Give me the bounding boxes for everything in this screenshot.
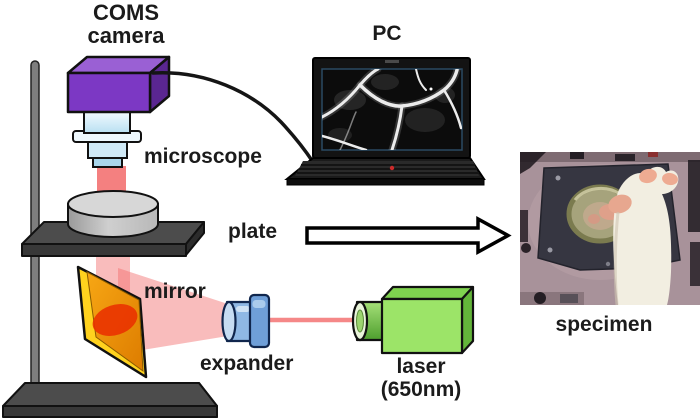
laser-box (351, 285, 475, 355)
beam-expander (221, 293, 271, 349)
label-camera: COMS camera (87, 1, 164, 47)
trackpoint-dot (389, 165, 395, 171)
label-pc: PC (372, 22, 402, 45)
label-specimen: specimen (555, 313, 653, 336)
label-mirror: mirror (144, 280, 206, 303)
specimen-photo (520, 152, 700, 306)
label-camera-line2: camera (87, 23, 165, 48)
photo-mouse (608, 166, 679, 306)
flow-arrow (305, 216, 512, 255)
camera-box (66, 55, 171, 114)
label-plate: plate (228, 220, 278, 243)
laser-beam-expanding-cone (118, 268, 228, 354)
label-expander: expander (200, 352, 294, 375)
camera-cable (151, 70, 315, 164)
laptop (284, 57, 486, 186)
screen-vessel-image (322, 69, 462, 150)
mirror-shape (76, 265, 148, 379)
label-laser-line1: laser (396, 355, 446, 378)
label-camera-line1: COMS (92, 0, 159, 25)
sample-cylinder (67, 190, 159, 238)
label-laser-line2: (650nm) (380, 378, 462, 401)
label-microscope: microscope (144, 145, 262, 168)
stand-base (2, 382, 218, 418)
microscope-body (72, 110, 142, 168)
label-laser: laser (650nm) (381, 355, 462, 401)
